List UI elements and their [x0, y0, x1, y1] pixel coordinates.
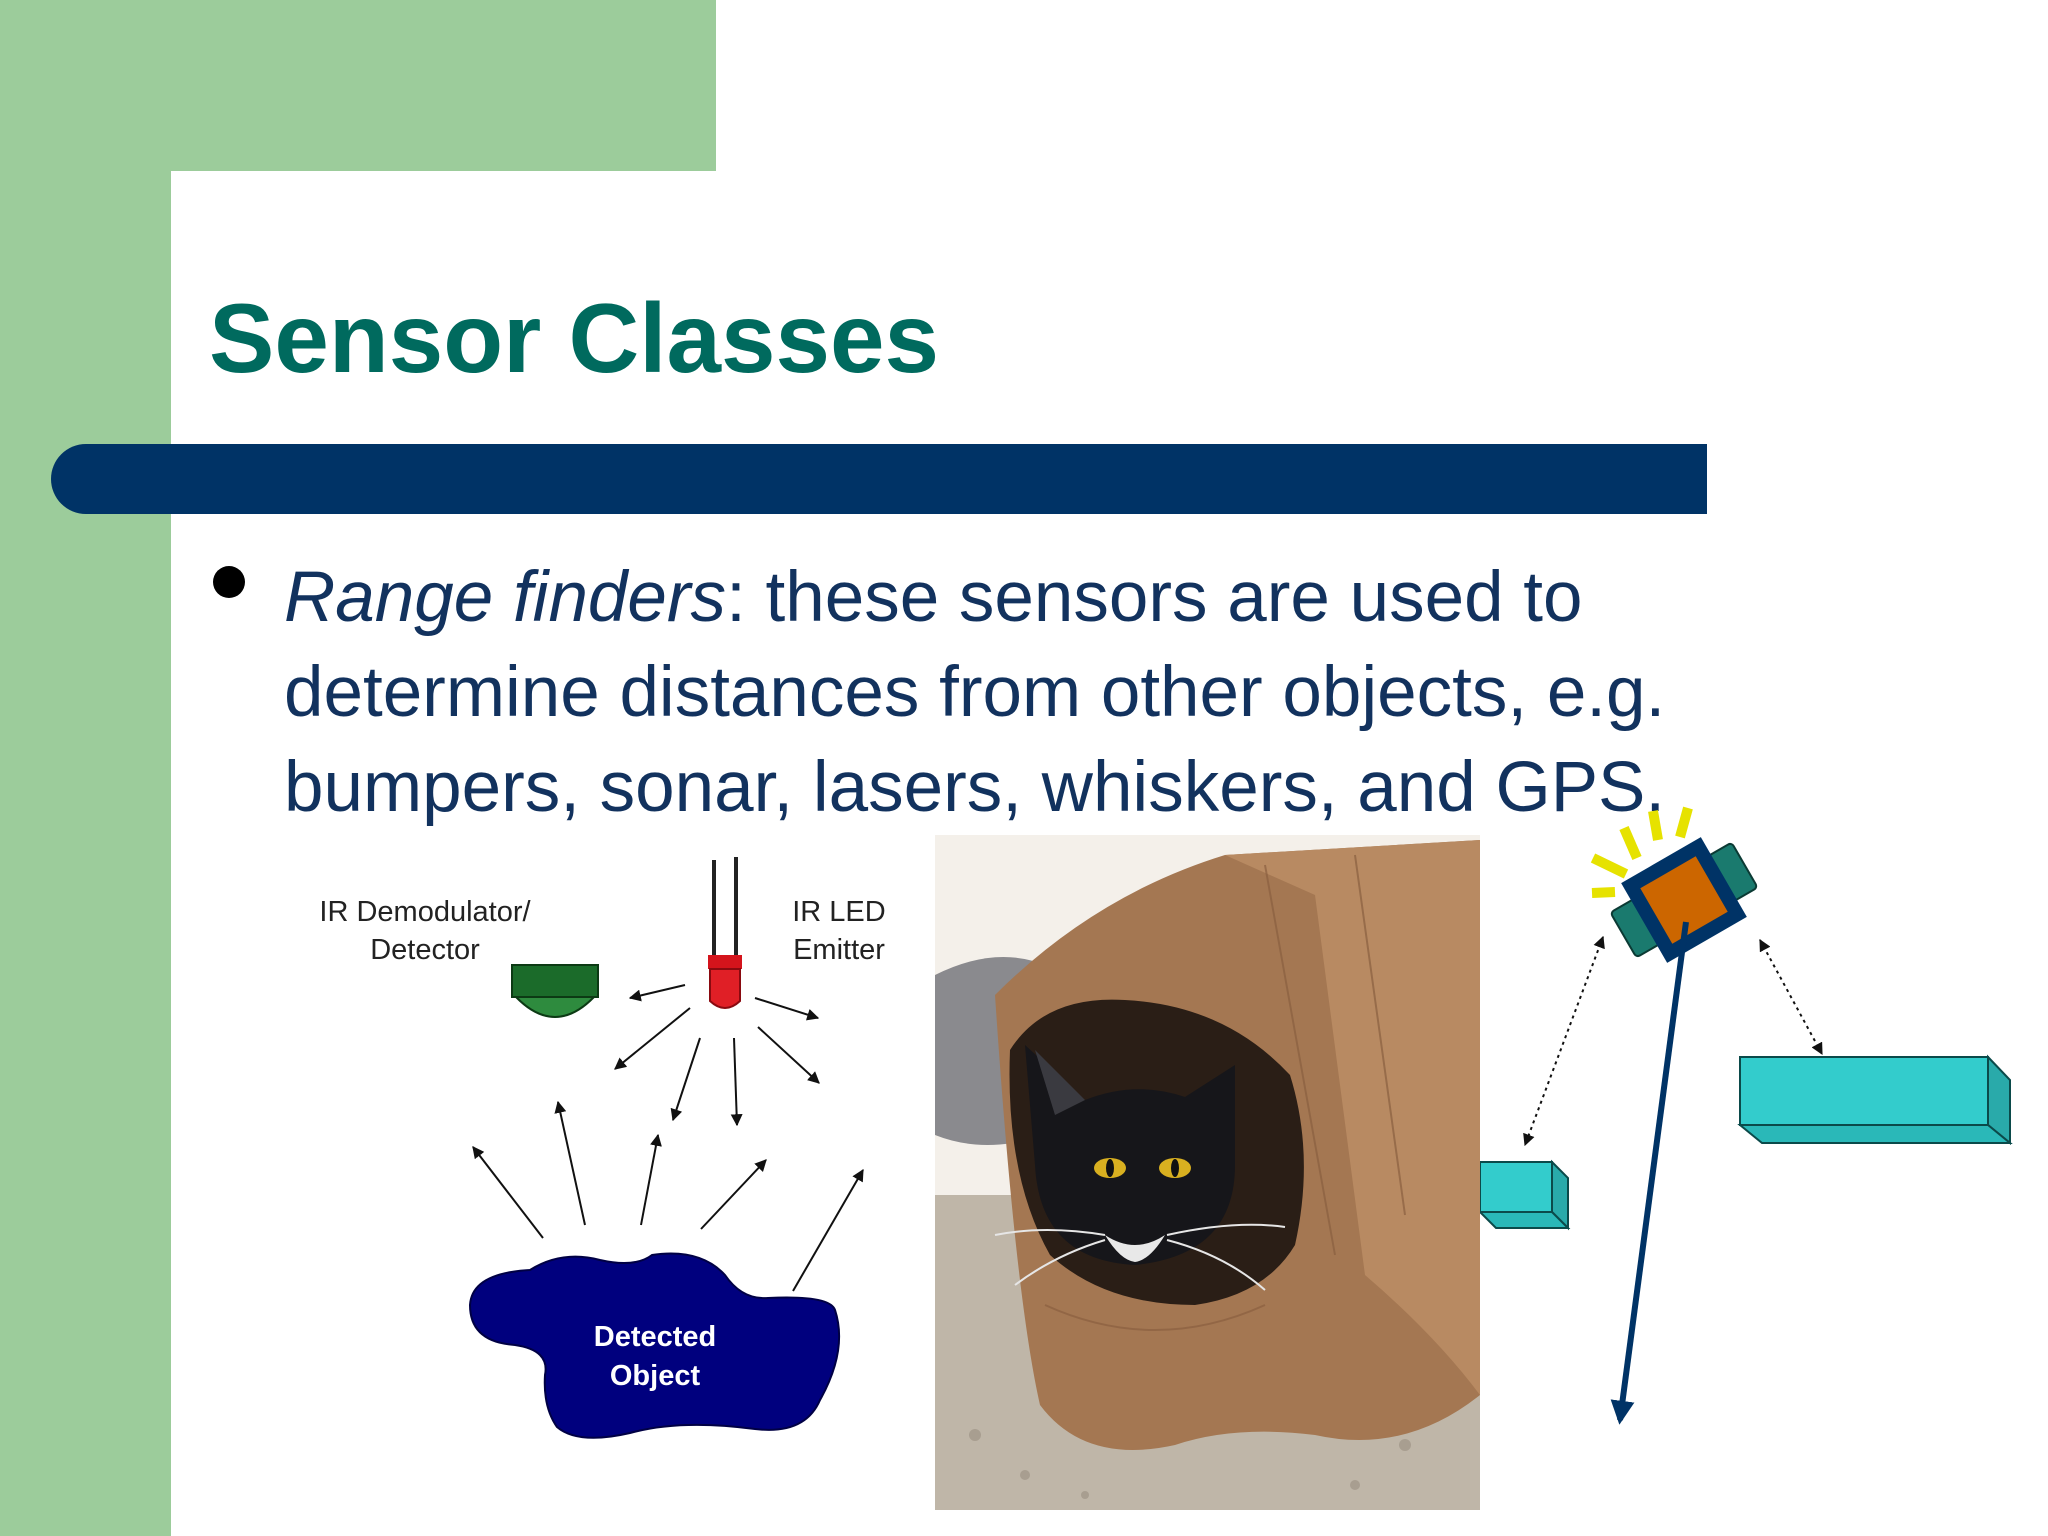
bullet-body: : these sensors are used to determine di… — [284, 558, 1666, 827]
robot-range-diagram — [1460, 800, 2020, 1440]
cat-icon — [994, 1045, 1286, 1291]
reflected-ray-arrows — [472, 1100, 864, 1292]
robot-icon — [1610, 837, 1758, 963]
green-top-panel — [0, 0, 716, 171]
ir-led-icon — [708, 857, 742, 1009]
emitter-label: IR LED Emitter — [792, 896, 886, 966]
detected-object-label: Detected Object — [593, 1321, 717, 1392]
long-range-arrow — [1610, 921, 1689, 1425]
green-side-panel — [0, 0, 171, 1536]
detector-label: IR Demodulator/ Detector — [319, 896, 531, 966]
robot-sensor-rays — [1590, 806, 1693, 898]
cat-in-bag-image — [935, 835, 1480, 1510]
large-wall-block — [1737, 1054, 2013, 1146]
range-arrow-left — [1523, 935, 1605, 1147]
title-underline-bar — [51, 444, 1707, 514]
range-arrow-right — [1759, 938, 1823, 1056]
ir-sensor-diagram: IR Demodulator/ Detector IR LED Emitter — [300, 855, 910, 1445]
emitted-ray-arrows — [614, 984, 820, 1127]
bullet-icon — [213, 566, 245, 598]
small-wall-block — [1477, 1159, 1571, 1231]
slide-title: Sensor Classes — [209, 283, 939, 393]
ir-detector-icon — [511, 964, 599, 1018]
bullet-term: Range finders — [284, 558, 727, 637]
detected-object-shape — [468, 1252, 841, 1439]
bullet-text: Range finders: these sensors are used to… — [284, 550, 1844, 835]
